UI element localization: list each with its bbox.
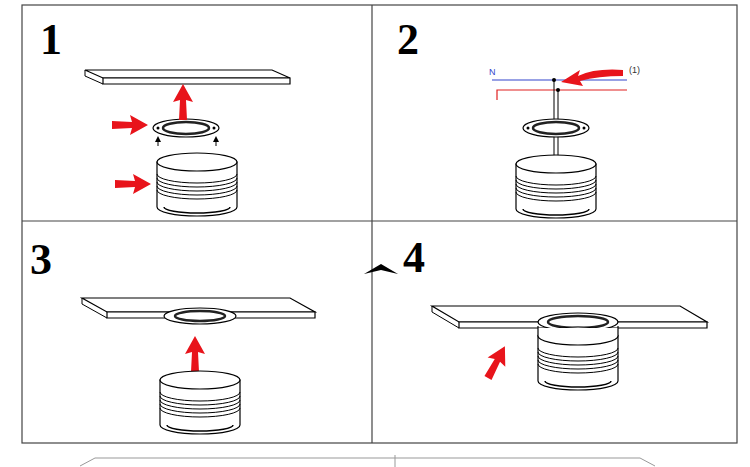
wire-label: N <box>489 68 496 77</box>
step-number: 1 <box>40 18 62 62</box>
step-number: 2 <box>397 18 419 62</box>
callout-number: (1) <box>629 66 640 75</box>
step-number: 3 <box>30 238 52 282</box>
step-number: 4 <box>403 236 425 280</box>
